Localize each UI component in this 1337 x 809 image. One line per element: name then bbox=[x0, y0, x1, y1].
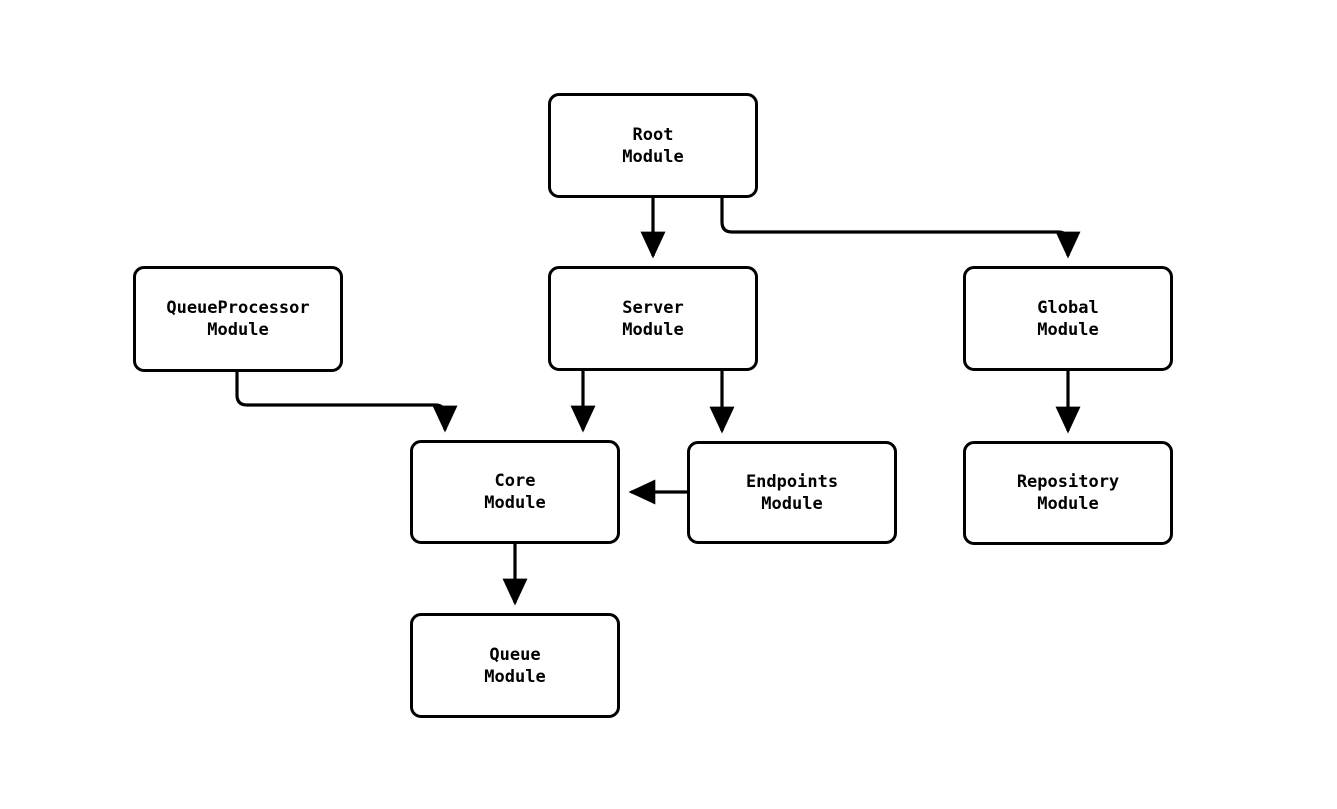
node-root[interactable]: Root Module bbox=[548, 93, 758, 198]
node-server-label-line2: Module bbox=[622, 319, 684, 340]
node-core[interactable]: Core Module bbox=[410, 440, 620, 544]
node-repository[interactable]: Repository Module bbox=[963, 441, 1173, 545]
node-global[interactable]: Global Module bbox=[963, 266, 1173, 371]
node-endpoints-label-line1: Endpoints bbox=[745, 471, 839, 492]
node-core-label-line2: Module bbox=[484, 493, 546, 513]
node-repository-label-line1: Repository bbox=[1016, 472, 1120, 492]
node-queueprocessor[interactable]: QueueProcessor Module bbox=[133, 266, 343, 372]
node-queue-label-line2: Module bbox=[484, 666, 546, 687]
node-queue-label-line1: Queue bbox=[489, 644, 541, 665]
node-root-label-line1: Root bbox=[632, 124, 674, 145]
node-core-label-line1: Core bbox=[494, 471, 536, 491]
node-global-label-line1: Global bbox=[1037, 297, 1099, 318]
node-queueprocessor-label-line2: Module bbox=[207, 320, 269, 340]
node-server[interactable]: Server Module bbox=[548, 266, 758, 371]
node-repository-label-line2: Module bbox=[1037, 494, 1099, 514]
node-endpoints-label-line2: Module bbox=[761, 493, 823, 514]
node-root-label-line2: Module bbox=[622, 146, 684, 167]
edge-root-to-global bbox=[720, 198, 1081, 259]
node-global-label-line2: Module bbox=[1037, 319, 1099, 340]
edge-queueprocessor-to-core bbox=[235, 372, 458, 433]
node-endpoints[interactable]: Endpoints Module bbox=[687, 441, 897, 544]
node-queueprocessor-label-line1: QueueProcessor bbox=[166, 298, 310, 318]
node-server-label-line1: Server bbox=[622, 297, 684, 318]
node-queue[interactable]: Queue Module bbox=[410, 613, 620, 718]
